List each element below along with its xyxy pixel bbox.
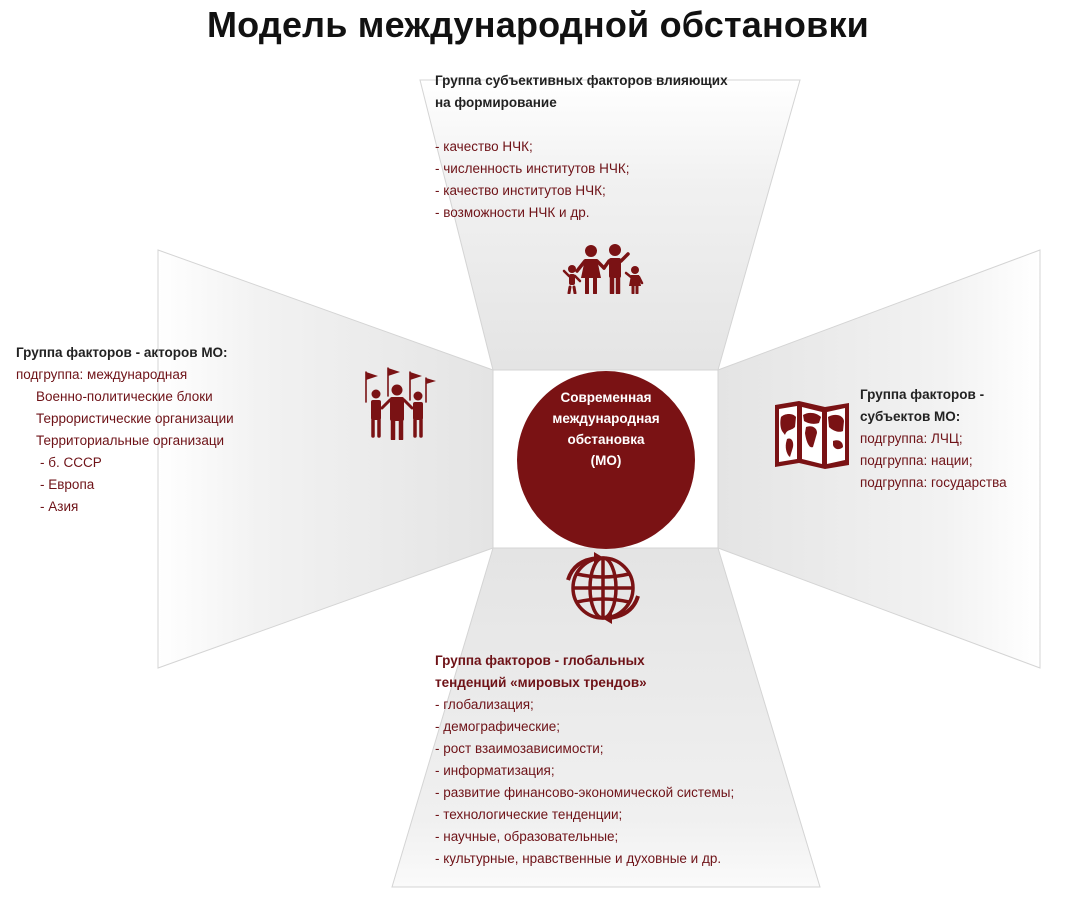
list-item: - глобализация; [435, 697, 534, 712]
bottom-factor-group: Группа факторов - глобальных тенденций «… [435, 650, 734, 870]
left-factor-group: Группа факторов - акторов МО: подгруппа:… [16, 342, 234, 518]
bottom-arm [391, 547, 821, 888]
list-item: Военно-политические блоки [36, 389, 213, 404]
right-heading-line: Группа факторов - [860, 387, 985, 402]
right-heading-line: субъектов МО: [860, 409, 961, 424]
page-title: Модель международной обстановки [206, 4, 870, 45]
world-map-icon [775, 401, 849, 469]
list-item: - Азия [40, 499, 79, 514]
list-item: - качество НЧК; [435, 139, 533, 154]
center-circle [517, 371, 695, 549]
list-item: - технологические тенденции; [435, 807, 623, 822]
top-heading-line: на формирование [435, 95, 557, 110]
list-item: - демографические; [435, 719, 561, 734]
list-item: - рост взаимозависимости; [435, 741, 604, 756]
people-with-flags-icon [365, 367, 436, 440]
right-arm [717, 249, 1041, 669]
list-item: - научные, образовательные; [435, 829, 619, 844]
globe-arrows-icon [566, 552, 640, 624]
list-item: - качество институтов НЧК; [435, 183, 606, 198]
list-item: - развитие финансово-экономической систе… [435, 785, 735, 800]
list-item: - б. СССР [40, 455, 102, 470]
center-label-line: (МО) [590, 453, 622, 468]
right-factor-group: Группа факторов - субъектов МО: подгрупп… [860, 384, 1007, 494]
bottom-heading-line: Группа факторов - глобальных [435, 653, 645, 668]
list-item: - культурные, нравственные и духовные и … [435, 851, 722, 866]
center-label-line: Современная [560, 390, 652, 405]
list-item: подгруппа: нации; [860, 453, 973, 468]
top-factor-group: Группа субъективных факторов влияющих на… [435, 70, 728, 224]
family-icon [562, 244, 644, 294]
top-heading-line: Группа субъективных факторов влияющих [435, 73, 728, 88]
list-item: подгруппа: международная [16, 367, 188, 382]
center-label-line: обстановка [567, 432, 645, 447]
list-item: Территориальные организаци [36, 433, 225, 448]
center-label: Современная международная обстановка (МО… [527, 387, 685, 471]
list-item: подгруппа: ЛЧЦ; [860, 431, 963, 446]
list-item: - информатизация; [435, 763, 555, 778]
left-heading: Группа факторов - акторов МО: [16, 345, 228, 360]
list-item: - численность институтов НЧК; [435, 161, 630, 176]
list-item: Террористические организации [36, 411, 234, 426]
left-arm [157, 249, 494, 669]
list-item: - возможности НЧК и др. [435, 205, 590, 220]
list-item: подгруппа: государства [860, 475, 1007, 490]
list-item: - Европа [40, 477, 95, 492]
center-label-line: международная [552, 411, 660, 426]
bottom-heading-line: тенденций «мировых трендов» [435, 675, 647, 690]
